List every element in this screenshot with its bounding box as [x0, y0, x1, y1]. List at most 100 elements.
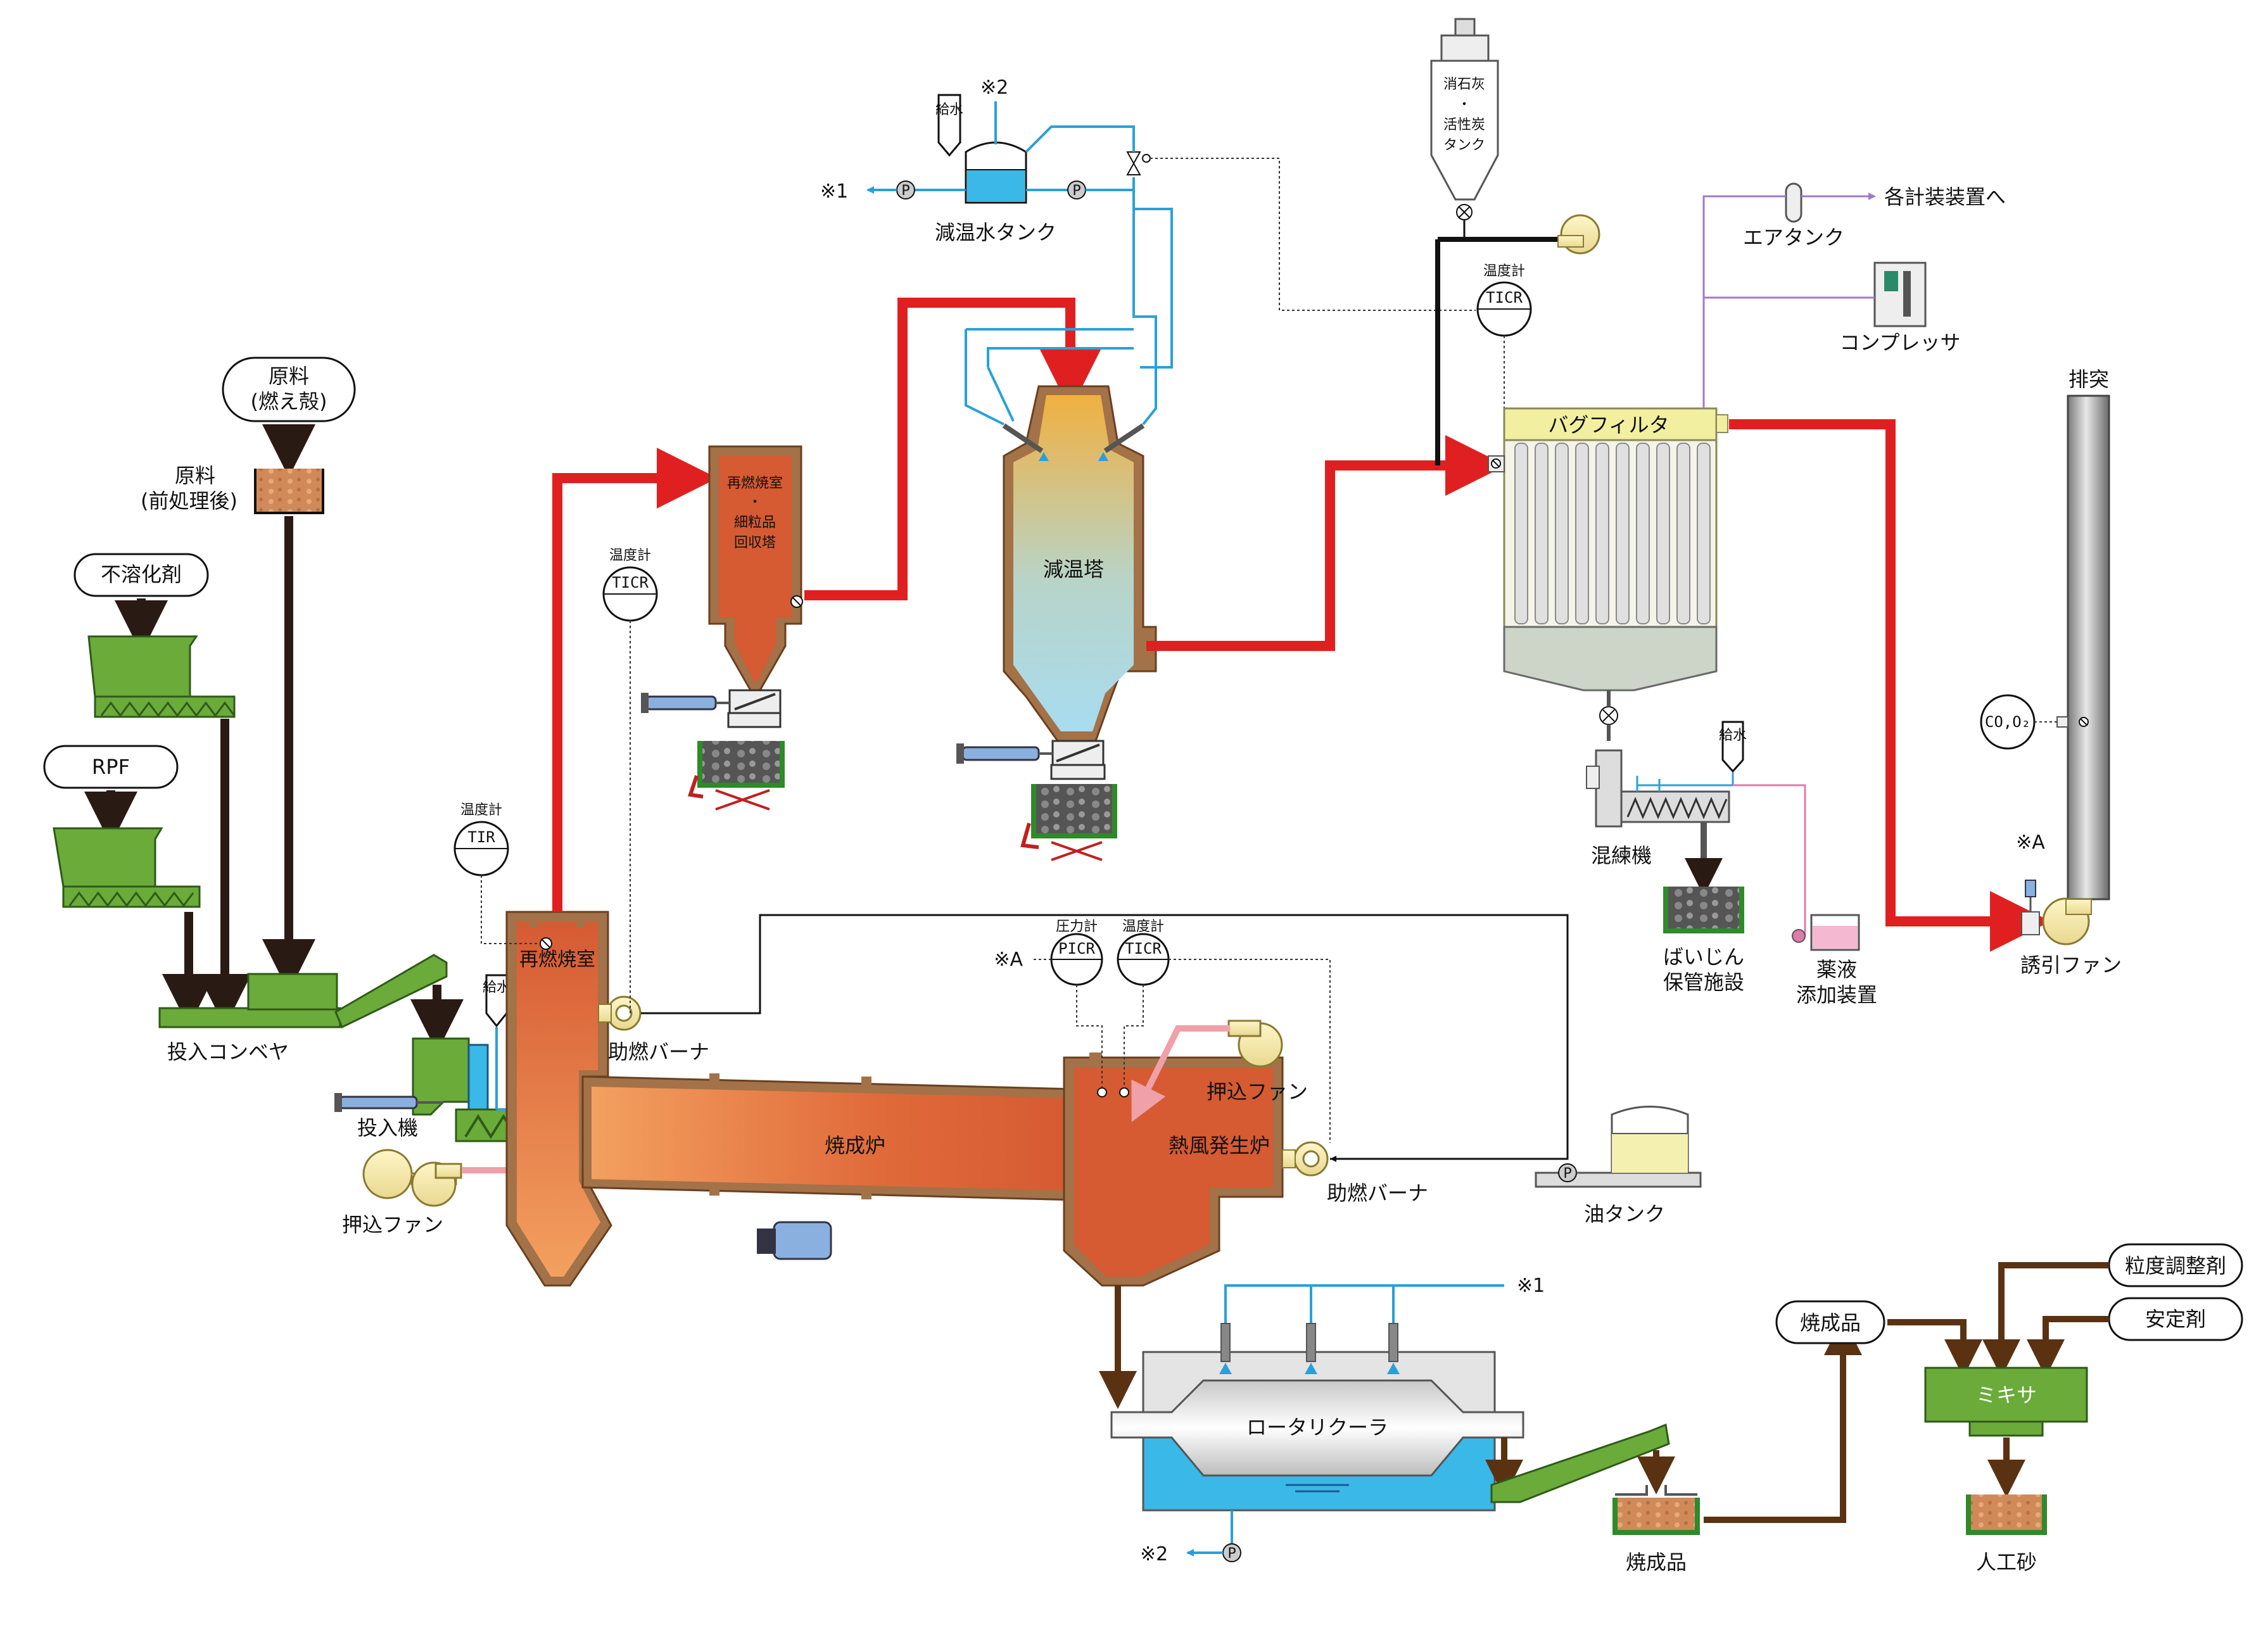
- pretreated-material-bin: 原料 (前処理後): [141, 464, 324, 514]
- svg-text:コンプレッサ: コンプレッサ: [1839, 331, 1960, 355]
- svg-text:タンク: タンク: [1443, 137, 1485, 153]
- svg-text:油タンク: 油タンク: [1584, 1202, 1665, 1226]
- svg-text:減温水タンク: 減温水タンク: [935, 220, 1056, 244]
- svg-text:助燃バーナ: 助燃バーナ: [1327, 1181, 1428, 1205]
- svg-text:消石灰: 消石灰: [1443, 77, 1485, 92]
- svg-text:焼成品: 焼成品: [1800, 1311, 1861, 1335]
- svg-text:給水: 給水: [935, 102, 963, 118]
- svg-text:P: P: [1563, 1166, 1571, 1182]
- bag-filter: バグフィルタ: [1488, 407, 1728, 741]
- svg-text:減温塔: 減温塔: [1043, 557, 1104, 581]
- svg-text:RPF: RPF: [92, 755, 130, 779]
- lime-carbon-tank: 消石灰 ・ 活性炭 タンク: [1430, 18, 1600, 456]
- svg-text:ミキサ: ミキサ: [1976, 1383, 2037, 1407]
- svg-text:安定剤: 安定剤: [2145, 1307, 2206, 1331]
- svg-text:投入コンベヤ: 投入コンベヤ: [167, 1040, 289, 1064]
- svg-text:※1: ※1: [1517, 1275, 1545, 1297]
- svg-text:熱風発生炉: 熱風発生炉: [1169, 1134, 1270, 1158]
- pressure-gauge-picr: 圧力計 PICR ※A: [994, 919, 1103, 1088]
- svg-text:排突: 排突: [2068, 367, 2109, 391]
- air-tank: エアタンク 各計装装置へ: [1702, 182, 2006, 408]
- product-conveyor: [1490, 1423, 1670, 1503]
- svg-text:人工砂: 人工砂: [1976, 1550, 2037, 1574]
- compressor: コンプレッサ: [1704, 262, 1961, 355]
- svg-text:※A: ※A: [2016, 831, 2045, 854]
- stack: 排突: [2056, 367, 2110, 900]
- svg-text:※1: ※1: [820, 180, 848, 203]
- thermometer-tir: 温度計 TIR: [453, 802, 552, 950]
- svg-text:原料: 原料: [269, 364, 309, 388]
- svg-text:投入機: 投入機: [357, 1116, 418, 1140]
- svg-text:細粒品: 細粒品: [734, 515, 776, 531]
- thermometer-ticr-bagfilter: 温度計 TICR: [1476, 263, 1532, 456]
- svg-text:P: P: [1227, 1546, 1236, 1562]
- svg-text:不溶化剤: 不溶化剤: [101, 562, 182, 586]
- mixer: ミキサ: [1924, 1367, 2088, 1437]
- push-fan-right-air: [1131, 1025, 1230, 1122]
- stabilizer-box: 安定剤: [2108, 1297, 2243, 1341]
- hot-air-generator: 熱風発生炉: [1063, 1052, 1284, 1287]
- push-fan-left: 押込ファン: [342, 1149, 462, 1237]
- svg-text:TICR: TICR: [1125, 940, 1162, 957]
- svg-text:バグフィルタ: バグフィルタ: [1548, 413, 1669, 437]
- svg-text:CO,O₂: CO,O₂: [1985, 713, 2030, 731]
- thermometer-ticr-reburn: 温度計 TICR: [602, 548, 658, 1013]
- svg-text:(燃え殻): (燃え殻): [251, 389, 327, 414]
- svg-text:保管施設: 保管施設: [1663, 970, 1744, 994]
- svg-text:混練機: 混練機: [1591, 843, 1652, 868]
- svg-text:P: P: [1072, 183, 1080, 199]
- rpf-input: RPF: [43, 745, 179, 789]
- svg-text:助燃バーナ: 助燃バーナ: [608, 1040, 709, 1064]
- cooler-spray-lines: ※1: [1219, 1275, 1545, 1374]
- svg-text:温度計: 温度計: [1483, 263, 1525, 279]
- feed-conveyor: 投入コンベヤ: [158, 954, 448, 1064]
- aux-burner-right: 助燃バーナ: [1282, 1141, 1428, 1205]
- calcined-product-bin: 焼成品: [1612, 1485, 1700, 1574]
- svg-text:※A: ※A: [994, 949, 1023, 971]
- grain-adjuster-to-mixer-arrow: [1982, 1262, 2109, 1377]
- oil-tank: P 油タンク: [1535, 1106, 1702, 1226]
- svg-text:・: ・: [1457, 97, 1471, 113]
- svg-text:ばいじん: ばいじん: [1663, 945, 1744, 969]
- svg-text:温度計: 温度計: [609, 548, 651, 564]
- svg-text:温度計: 温度計: [1122, 919, 1164, 935]
- svg-text:TIR: TIR: [467, 828, 495, 846]
- svg-text:・: ・: [748, 495, 762, 510]
- kiln-motor: [757, 1221, 832, 1260]
- svg-text:誘引ファン: 誘引ファン: [2020, 953, 2122, 977]
- dust-storage: ばいじん 保管施設: [1663, 887, 1744, 994]
- svg-text:圧力計: 圧力計: [1056, 919, 1098, 935]
- insolubilizer-input: 不溶化剤: [73, 553, 209, 597]
- chemical-dosing-unit: 薬液 添加装置: [1792, 914, 1877, 1007]
- svg-text:P: P: [901, 183, 909, 199]
- svg-text:粒度調整剤: 粒度調整剤: [2125, 1254, 2226, 1278]
- svg-text:ロータリクーラ: ロータリクーラ: [1246, 1415, 1388, 1439]
- gas-bagfilter-to-fan: [1729, 419, 2051, 952]
- svg-text:再燃焼室: 再燃焼室: [727, 476, 783, 491]
- cooling-tower: 減温塔: [956, 385, 1157, 861]
- svg-text:(前処理後): (前処理後): [141, 489, 238, 513]
- rpf-hopper: [53, 827, 201, 908]
- svg-text:温度計: 温度計: [460, 802, 502, 818]
- svg-text:PICR: PICR: [1058, 940, 1095, 957]
- kneader: 混練機: [1586, 749, 1730, 868]
- svg-text:原料: 原料: [175, 464, 215, 488]
- cooler-drain: P ※2: [1140, 1510, 1241, 1565]
- cooling-water-tank: 減温水タンク 給水 ※2 P ※1 P: [820, 77, 1476, 311]
- gas-analyzer-co-o2: CO,O₂: [1980, 694, 2057, 750]
- svg-text:エアタンク: エアタンク: [1743, 225, 1844, 250]
- rotary-cooler: ロータリクーラ: [1110, 1351, 1524, 1512]
- svg-text:押込ファン: 押込ファン: [342, 1213, 443, 1237]
- svg-text:押込ファン: 押込ファン: [1207, 1080, 1308, 1104]
- kiln-body: 焼成炉: [581, 1073, 1078, 1201]
- svg-text:焼成炉: 焼成炉: [825, 1134, 885, 1158]
- product-to-mixer-arrow: [1887, 1319, 1982, 1377]
- svg-text:※2: ※2: [1140, 1543, 1168, 1565]
- svg-text:添加装置: 添加装置: [1796, 983, 1877, 1007]
- calcined-product-box: 焼成品: [1775, 1300, 1885, 1344]
- svg-text:各計装装置へ: 各計装装置へ: [1884, 185, 2006, 209]
- svg-text:TICR: TICR: [612, 574, 649, 591]
- svg-text:活性炭: 活性炭: [1443, 117, 1485, 133]
